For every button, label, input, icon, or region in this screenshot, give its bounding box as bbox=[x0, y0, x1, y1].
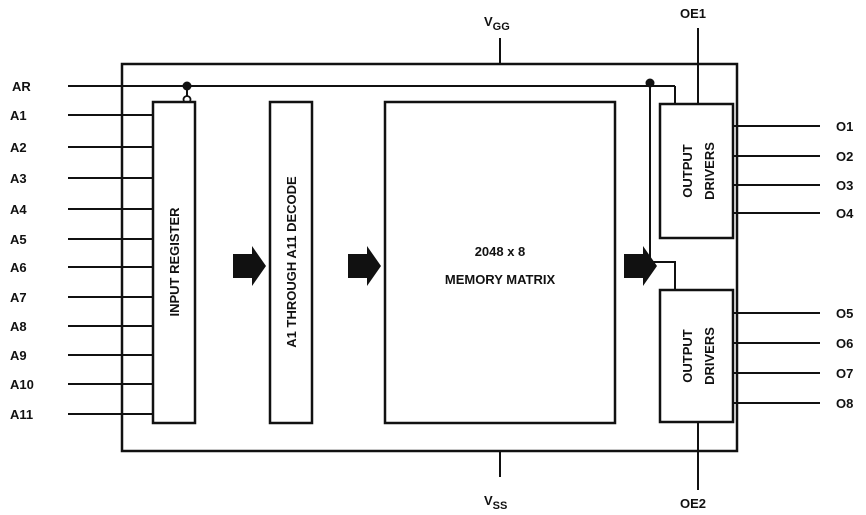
ar-to-lower-driver bbox=[649, 83, 676, 290]
output-label: O2 bbox=[836, 149, 853, 164]
output-drivers-upper-label1: OUTPUT bbox=[680, 144, 695, 198]
output-label: O1 bbox=[836, 119, 853, 134]
address-label: A6 bbox=[10, 260, 27, 275]
output-label: O4 bbox=[836, 206, 854, 221]
output-label: O3 bbox=[836, 178, 853, 193]
output-drivers-upper-block bbox=[658, 102, 735, 240]
oe1-label: OE1 bbox=[680, 6, 706, 21]
chip-boundary bbox=[120, 62, 739, 453]
matrix-size-label: 2048 x 8 bbox=[475, 244, 526, 259]
output-label: O5 bbox=[836, 306, 853, 321]
memory-matrix-block bbox=[383, 100, 617, 425]
output-label: O7 bbox=[836, 366, 853, 381]
address-label: A11 bbox=[10, 407, 33, 422]
address-label: A9 bbox=[10, 348, 27, 363]
decode-to-matrix-arrow bbox=[348, 246, 381, 286]
output-drivers-lower-label1: OUTPUT bbox=[680, 329, 695, 383]
vss-label: VSS bbox=[484, 493, 507, 512]
address-label: A1 bbox=[10, 108, 27, 123]
address-label: A7 bbox=[10, 290, 27, 305]
address-label: A8 bbox=[10, 319, 27, 334]
vgg-label: VGG bbox=[484, 14, 510, 33]
decode-block bbox=[268, 100, 314, 425]
decode-label: A1 THROUGH A11 DECODE bbox=[284, 176, 299, 348]
output-drivers-lower-block bbox=[658, 288, 735, 424]
address-label: A4 bbox=[10, 202, 27, 217]
matrix-name-label: MEMORY MATRIX bbox=[445, 272, 556, 287]
register-to-decode-arrow bbox=[233, 246, 266, 286]
address-label: A10 bbox=[10, 377, 34, 392]
input-register-block bbox=[151, 100, 197, 425]
output-label: O6 bbox=[836, 336, 853, 351]
input-register-label: INPUT REGISTER bbox=[167, 207, 182, 317]
matrix-to-drivers-arrow bbox=[624, 246, 657, 286]
oe2-label: OE2 bbox=[680, 496, 706, 511]
output-label: O8 bbox=[836, 396, 853, 411]
address-label: A5 bbox=[10, 232, 27, 247]
address-label: A3 bbox=[10, 171, 27, 186]
ar-label: AR bbox=[12, 79, 31, 94]
output-drivers-lower-label2: DRIVERS bbox=[702, 327, 717, 385]
address-label: A2 bbox=[10, 140, 27, 155]
output-drivers-upper-label2: DRIVERS bbox=[702, 142, 717, 200]
